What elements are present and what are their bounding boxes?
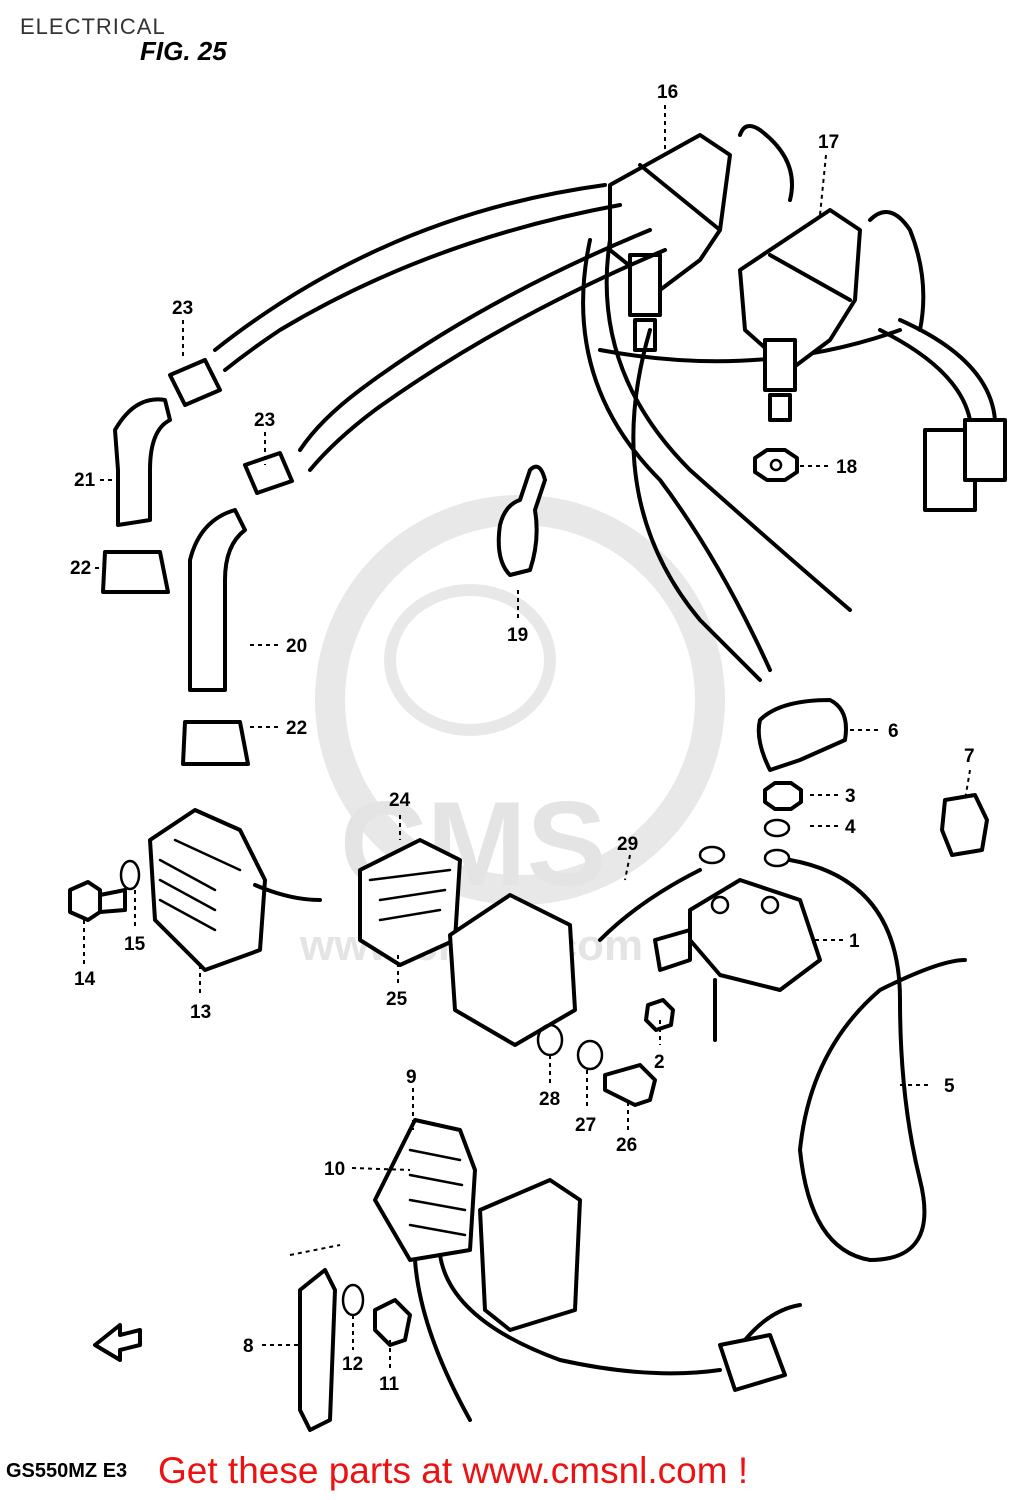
part-label-21: 21 <box>74 470 96 491</box>
battery-cable-5 <box>788 858 967 1262</box>
part-label-18: 18 <box>836 457 857 478</box>
part-label-15: 15 <box>124 934 146 955</box>
coil-leads <box>581 238 1007 682</box>
front-arrow-icon <box>93 1323 142 1362</box>
relay-24 <box>358 838 462 967</box>
relay-cover <box>448 893 577 1047</box>
model-code: GS550MZ E3 <box>6 1460 128 1482</box>
part-label-27: 27 <box>575 1115 596 1136</box>
promo-link[interactable]: Get these parts at www.cmsnl.com ! <box>158 1450 749 1491</box>
fuse-box-9 <box>373 1118 477 1262</box>
screw-11 <box>373 1298 412 1347</box>
fuse-cover <box>478 1178 582 1332</box>
part-label-2: 2 <box>654 1052 665 1073</box>
part-label-13: 13 <box>190 1002 211 1023</box>
fuse-harness <box>413 1253 802 1422</box>
part-label-26: 26 <box>616 1135 637 1156</box>
washer-28 <box>536 1023 564 1057</box>
part-label-5: 5 <box>944 1076 955 1097</box>
part-label-22b: 22 <box>286 718 307 739</box>
part-label-20: 20 <box>286 636 307 657</box>
part-label-8: 8 <box>243 1336 254 1357</box>
washer-4 <box>763 818 791 868</box>
figure-label: FIG. 25 <box>140 36 227 66</box>
starter-relay-1 <box>598 845 822 1042</box>
part-label-7: 7 <box>964 746 975 767</box>
regulator-13 <box>68 808 322 972</box>
part-label-11: 11 <box>379 1374 400 1395</box>
page-title: ELECTRICAL <box>20 14 166 39</box>
part-label-25: 25 <box>386 989 408 1010</box>
nut-18 <box>753 448 799 482</box>
screw-26 <box>603 1063 657 1107</box>
part-number-labels: 16 17 23 23 21 22 20 22 18 19 6 3 4 7 1 … <box>70 82 975 1395</box>
part-label-12: 12 <box>342 1354 363 1375</box>
high-tension-leads <box>101 183 667 766</box>
leader-lines <box>83 105 971 1370</box>
part-label-16: 16 <box>657 82 678 103</box>
part-label-23a: 23 <box>172 298 193 319</box>
ignition-coil-16 <box>598 133 902 364</box>
part-label-22a: 22 <box>70 558 91 579</box>
part-label-6: 6 <box>888 721 899 742</box>
screw-2 <box>644 998 675 1032</box>
part-label-3: 3 <box>845 786 856 807</box>
bracket-8 <box>298 1268 337 1432</box>
washer-12 <box>341 1283 365 1317</box>
part-label-14: 14 <box>74 969 96 990</box>
part-label-17: 17 <box>818 132 839 153</box>
part-label-23b: 23 <box>254 410 275 431</box>
part-label-29: 29 <box>617 834 638 855</box>
clamp-19 <box>496 464 547 577</box>
part-label-28: 28 <box>539 1089 560 1110</box>
part-label-19: 19 <box>507 625 528 646</box>
part-label-10: 10 <box>324 1159 345 1180</box>
terminal-cap-6 <box>756 698 848 772</box>
part-label-4: 4 <box>845 817 856 838</box>
washer-27 <box>576 1039 604 1071</box>
part-label-24: 24 <box>389 790 411 811</box>
ignition-coil-17 <box>738 124 926 422</box>
part-label-1: 1 <box>849 931 860 952</box>
grommet-7 <box>940 793 989 857</box>
nut-3 <box>763 781 803 811</box>
part-label-9: 9 <box>406 1067 417 1088</box>
